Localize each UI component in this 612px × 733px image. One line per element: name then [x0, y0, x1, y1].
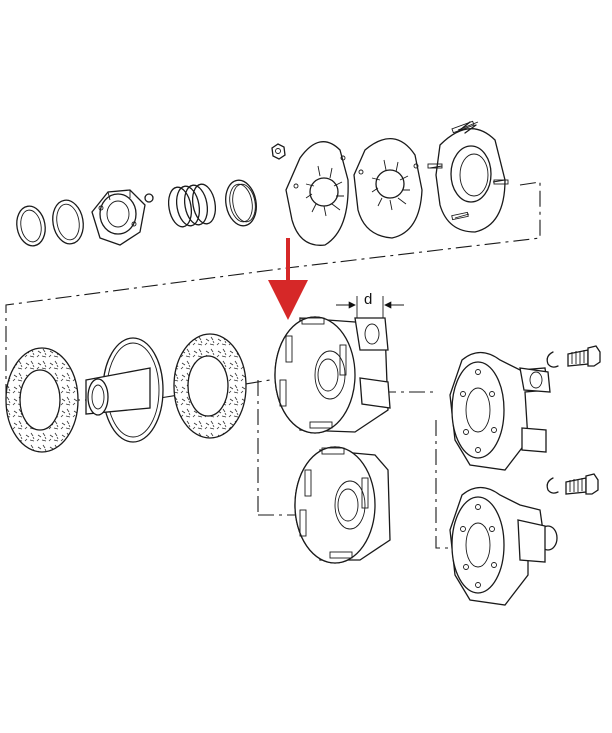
- e-clip-lower: [546, 477, 559, 494]
- dimension-d: d: [336, 291, 404, 318]
- friction-disc-left: [5, 347, 79, 453]
- circlip-large: [52, 199, 84, 245]
- circlip-small: [16, 205, 46, 247]
- housing-upper: [274, 316, 391, 434]
- flange-yoke-upper: [449, 351, 551, 471]
- clutch-plate-inner: [353, 137, 423, 239]
- flange-yoke-lower: [449, 486, 558, 606]
- e-clip-upper: [546, 351, 559, 368]
- housing-lower: [294, 446, 391, 564]
- spring: [167, 183, 217, 228]
- seal-ring: [225, 179, 257, 227]
- bolt-lower: [565, 473, 599, 495]
- pressure-plate: [427, 120, 509, 233]
- splined-hub: [85, 337, 164, 443]
- ball: [144, 193, 154, 203]
- hex-nut: [271, 143, 286, 160]
- flange-bearing: [91, 189, 146, 246]
- friction-disc-right: [173, 333, 247, 439]
- clutch-plate-outer: [285, 141, 349, 246]
- bolt-upper: [567, 345, 601, 367]
- dimension-label-d: d: [364, 291, 372, 308]
